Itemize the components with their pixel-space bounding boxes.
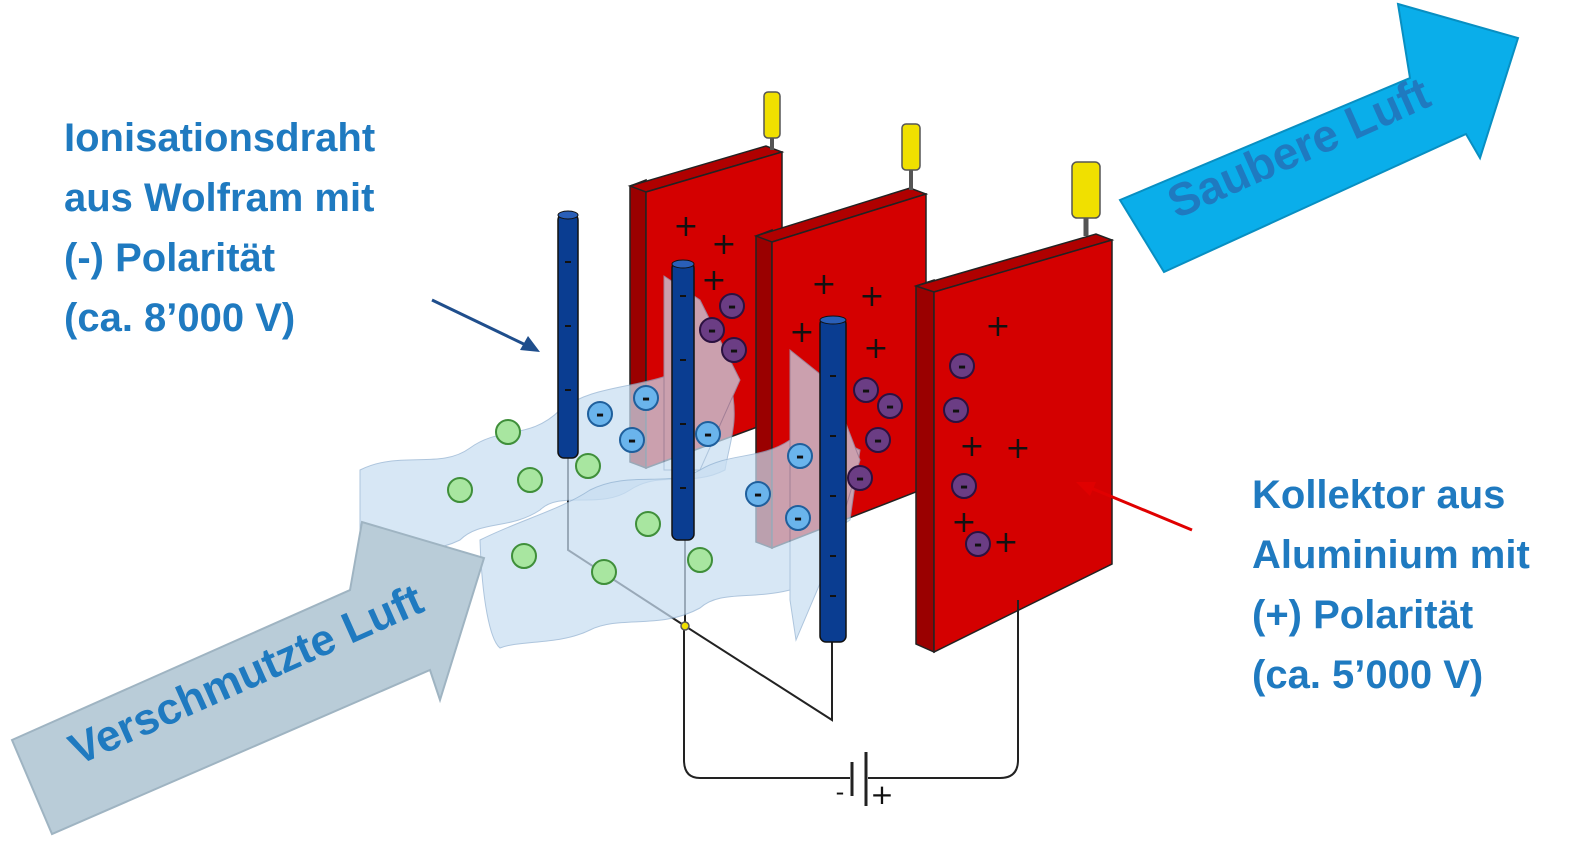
neutral-particle — [591, 559, 617, 585]
svg-text:-: - — [754, 482, 762, 506]
negative-ion: - — [695, 421, 721, 447]
svg-text:-: - — [960, 474, 968, 498]
captured-ion: - — [865, 427, 891, 453]
plus-sign: + — [711, 227, 736, 262]
ionization-wire-caption: Ionisationsdraht aus Wolfram mit (-) Pol… — [64, 108, 375, 348]
neutral-particle — [495, 419, 521, 445]
plus-sign: + — [859, 279, 884, 314]
pointer-to-wire — [431, 298, 540, 352]
svg-text:-: - — [796, 444, 804, 468]
captured-ion: - — [847, 465, 873, 491]
svg-text:-: - — [862, 378, 870, 402]
svg-text:-: - — [794, 506, 802, 530]
captured-ions: ----------- — [699, 293, 991, 557]
neutral-particle — [687, 547, 713, 573]
neutral-particle — [511, 543, 537, 569]
captured-ion: - — [877, 393, 903, 419]
plus-sign: + — [993, 525, 1018, 560]
negative-ion: - — [633, 385, 659, 411]
battery-minus-label: - — [836, 778, 845, 806]
captured-ion: - — [719, 293, 745, 319]
captured-ion: - — [943, 397, 969, 423]
collector-caption: Kollektor aus Aluminium mit (+) Polaritä… — [1252, 465, 1530, 705]
captured-ion: - — [699, 317, 725, 343]
plate-plus-signs: ++++++++++++ — [673, 209, 1030, 560]
caption-line: (ca. 5’000 V) — [1252, 653, 1484, 697]
negative-ion: - — [745, 481, 771, 507]
svg-text:-: - — [730, 338, 738, 362]
plus-sign: + — [1005, 431, 1030, 466]
negative-ion: - — [619, 427, 645, 453]
caption-line: (ca. 8’000 V) — [64, 296, 296, 340]
caption-line: (+) Polarität — [1252, 593, 1474, 637]
battery-plus-label: + — [870, 778, 893, 811]
svg-text:-: - — [628, 428, 636, 452]
insulator-icon — [763, 91, 781, 139]
ionization-wire-1 — [557, 210, 579, 459]
pointer-to-collector — [1076, 482, 1193, 532]
insulator-icon — [1071, 161, 1101, 219]
negative-ions: ------- — [587, 385, 813, 531]
captured-ion: - — [965, 531, 991, 557]
dirty-air-arrow: Verschmutzte Luft — [10, 520, 486, 836]
svg-text:-: - — [952, 398, 960, 422]
insulator-icon — [901, 123, 921, 171]
svg-text:-: - — [974, 532, 982, 556]
dirty-air-arrow-icon — [10, 520, 486, 836]
battery-symbol-icon: - + — [836, 752, 894, 811]
neutral-particle — [517, 467, 543, 493]
svg-text:-: - — [874, 428, 882, 452]
svg-text:-: - — [642, 386, 650, 410]
negative-ion: - — [587, 401, 613, 427]
ionization-wire-2 — [671, 259, 695, 541]
svg-text:-: - — [886, 394, 894, 418]
captured-ion: - — [951, 473, 977, 499]
plus-sign: + — [959, 429, 984, 464]
caption-line: aus Wolfram mit — [64, 176, 375, 220]
svg-text:-: - — [958, 354, 966, 378]
plus-sign: + — [673, 209, 698, 244]
captured-ion: - — [721, 337, 747, 363]
plus-sign: + — [789, 315, 814, 350]
captured-ion: - — [853, 377, 879, 403]
plus-sign: + — [701, 263, 726, 298]
caption-line: Aluminium mit — [1252, 533, 1530, 577]
clean-air-arrow: Saubere Luft — [1118, 2, 1520, 274]
svg-text:-: - — [856, 466, 864, 490]
svg-text:-: - — [596, 402, 604, 426]
svg-text:-: - — [708, 318, 716, 342]
captured-ion: - — [949, 353, 975, 379]
svg-text:-: - — [704, 422, 712, 446]
plus-sign: + — [863, 331, 888, 366]
negative-ion: - — [787, 443, 813, 469]
svg-text:-: - — [728, 294, 736, 318]
neutral-particle — [635, 511, 661, 537]
caption-line: Ionisationsdraht — [64, 116, 376, 160]
plus-sign: + — [985, 309, 1010, 344]
neutral-particle — [447, 477, 473, 503]
negative-ion: - — [785, 505, 811, 531]
caption-line: Kollektor aus — [1252, 473, 1506, 517]
ionization-wire-3 — [819, 315, 847, 643]
neutral-particles — [447, 419, 713, 585]
plus-sign: + — [811, 267, 836, 302]
caption-line: (-) Polarität — [64, 236, 276, 280]
neutral-particle — [575, 453, 601, 479]
clean-air-arrow-icon — [1118, 2, 1520, 274]
